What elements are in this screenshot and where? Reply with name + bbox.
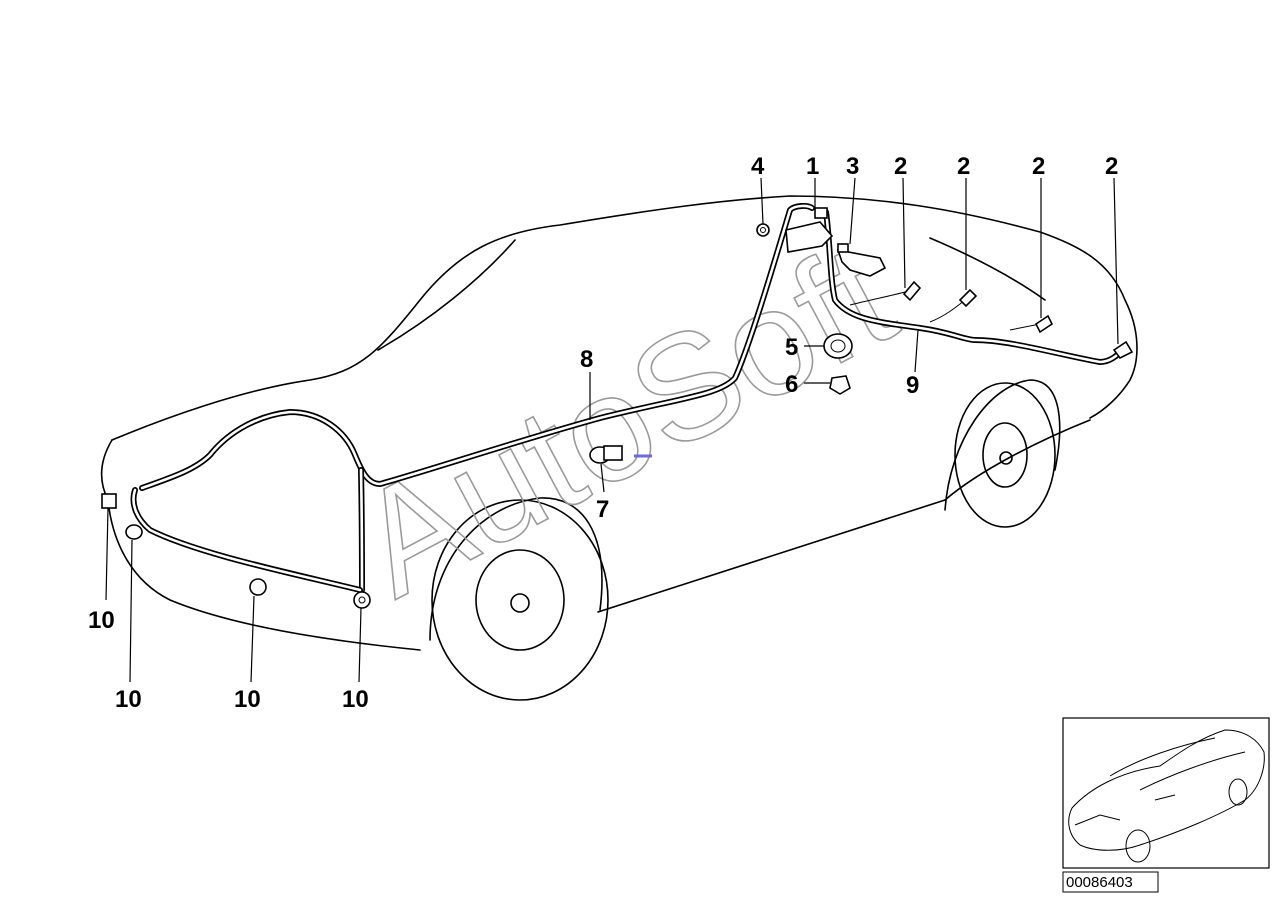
sensor-2c — [1034, 314, 1054, 334]
sensor-10-front-left — [101, 493, 117, 509]
car-thumbnail-icon — [1062, 717, 1270, 869]
callout-4: 4 — [751, 153, 765, 180]
callout-9: 9 — [906, 372, 919, 399]
switch-7 — [589, 445, 623, 464]
sensor-10-front-mid — [125, 524, 143, 540]
callout-6: 6 — [785, 371, 798, 398]
wiring-harness-8 — [130, 202, 815, 593]
sensor-2d — [1112, 340, 1134, 360]
reference-number-box: 00086403 — [1062, 871, 1159, 893]
callout-10-c: 10 — [234, 686, 261, 713]
front-wheel — [431, 499, 609, 701]
nut-4 — [756, 223, 770, 237]
bracket-3 — [836, 243, 887, 277]
callout-10-b: 10 — [115, 686, 142, 713]
leader-lines — [105, 177, 1119, 683]
sensor-2b — [958, 288, 978, 308]
callout-5: 5 — [785, 334, 798, 361]
sensor-10-side — [353, 591, 371, 609]
callout-3: 3 — [846, 153, 859, 180]
sensor-2a — [902, 280, 922, 302]
sensor-10-front-right — [249, 578, 267, 596]
callout-1: 1 — [806, 153, 819, 180]
callout-labels: 4 1 3 2 2 2 2 5 6 7 8 9 10 10 10 10 — [88, 153, 1118, 713]
holder-6 — [829, 375, 851, 395]
buzzer-5 — [823, 333, 853, 359]
car-outline — [100, 195, 1138, 701]
callout-10-a: 10 — [88, 607, 115, 634]
callout-8: 8 — [580, 346, 593, 373]
control-unit-1 — [785, 207, 834, 253]
callout-10-d: 10 — [342, 686, 369, 713]
callout-2-d: 2 — [1105, 153, 1118, 180]
callout-2-b: 2 — [957, 153, 970, 180]
callout-2-a: 2 — [894, 153, 907, 180]
rear-wheel — [954, 382, 1056, 528]
callout-2-c: 2 — [1032, 153, 1045, 180]
callout-7: 7 — [596, 496, 609, 523]
reference-number: 00086403 — [1066, 874, 1133, 891]
